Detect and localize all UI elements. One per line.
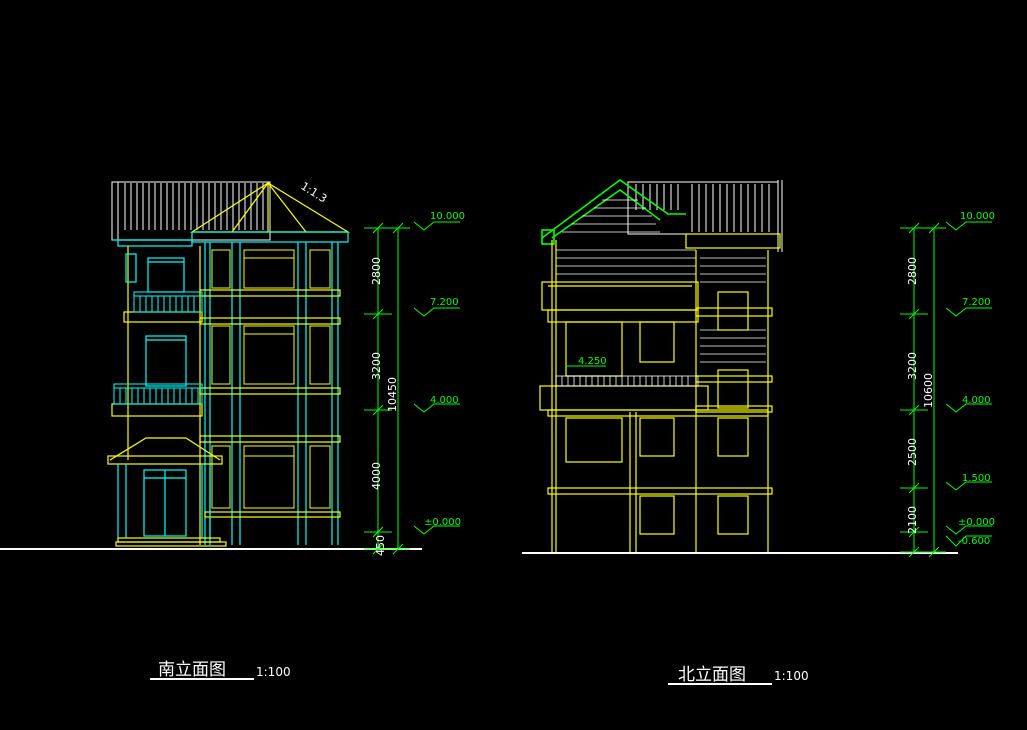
south-roof-slope: 1:1.3 xyxy=(298,180,329,206)
north-roof-boards xyxy=(627,180,783,252)
north-walls xyxy=(539,233,781,552)
north-level-10000: 10.000 xyxy=(960,211,995,222)
south-bay-slabs xyxy=(199,289,341,518)
south-elevation-scale: 1:100 xyxy=(256,665,291,679)
south-roof-cornice xyxy=(112,231,349,247)
south-entrance-porch xyxy=(107,437,223,465)
north-railing xyxy=(555,375,699,387)
north-level-7200: 7.200 xyxy=(962,297,991,308)
north-title-underline xyxy=(668,683,772,685)
south-seg-4000: 4000 xyxy=(370,462,383,490)
south-balustrade-lower xyxy=(113,383,203,405)
south-seg-2800: 2800 xyxy=(370,257,383,285)
south-level-7200: 7.200 xyxy=(430,297,459,308)
south-bay-windows xyxy=(211,249,331,509)
north-seg-2500: 2500 xyxy=(906,438,919,466)
north-level-1500: 1.500 xyxy=(962,473,991,484)
south-elevation: 10.000 7.200 4.000 ±0.000 2800 3200 4000… xyxy=(0,180,465,556)
north-seg-3200: 3200 xyxy=(906,352,919,380)
north-level-0000: ±0.000 xyxy=(958,517,995,528)
north-level-4000: 4.000 xyxy=(962,395,991,406)
north-seg-2800: 2800 xyxy=(906,257,919,285)
north-elevation: 4.250 10.000 7.200 4.000 1.500 ±0.000 xyxy=(522,179,995,558)
south-total-height: 10450 xyxy=(386,377,399,412)
south-level-0000: ±0.000 xyxy=(424,517,461,528)
north-dimensions xyxy=(900,221,992,558)
south-left-roof xyxy=(111,181,271,241)
north-gable-siding xyxy=(556,199,766,363)
south-entrance-columns xyxy=(117,464,211,538)
north-windows xyxy=(565,291,749,535)
south-title-underline xyxy=(150,678,254,680)
south-seg-450: 450 xyxy=(374,535,387,556)
south-seg-3200: 3200 xyxy=(370,352,383,380)
south-left-windows xyxy=(125,253,187,387)
north-seg-2100: 2100 xyxy=(906,506,919,534)
south-dimensions xyxy=(364,221,460,555)
south-level-4000: 4.000 xyxy=(430,395,459,406)
north-total-height: 10600 xyxy=(922,373,935,408)
north-level-minus0600: -0.600 xyxy=(958,536,990,547)
south-level-10000: 10.000 xyxy=(430,211,465,222)
north-floor-mark: 4.250 xyxy=(578,356,607,367)
north-elevation-scale: 1:100 xyxy=(774,669,809,683)
south-elevation-title: 南立面图 xyxy=(158,660,226,680)
north-elevation-title: 北立面图 xyxy=(678,665,746,685)
north-gable xyxy=(541,179,686,245)
south-balustrade-upper xyxy=(133,291,203,313)
south-steps xyxy=(115,537,227,547)
